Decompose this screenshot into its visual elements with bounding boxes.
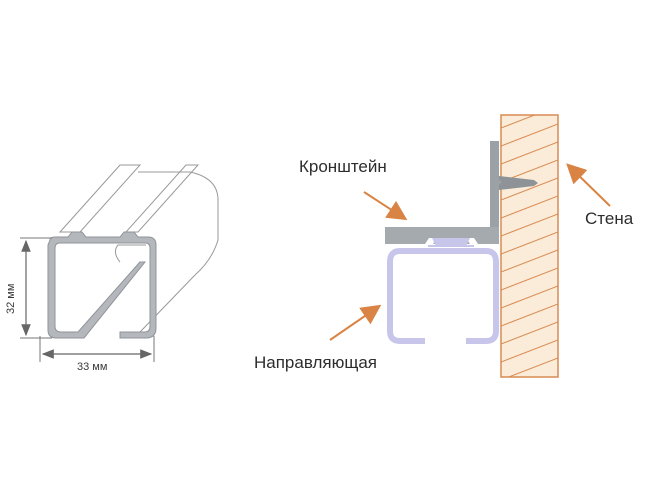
rail-arrow [329,304,382,341]
bracket-arrow [363,191,408,221]
width-dimension-label: 33 мм [77,361,108,373]
bracket [385,141,538,244]
height-dimension-label: 32 мм [5,283,17,314]
dimension-height [20,237,52,339]
guide-rail-label: Направляющая [254,353,378,372]
wall-label: Стена [585,209,634,228]
dimension-width [39,336,155,362]
guide-rail [387,238,499,344]
wall [500,114,559,378]
wall-arrow [566,163,611,207]
bracket-label: Кронштейн [299,157,387,176]
rail-profile-3d [47,164,219,339]
